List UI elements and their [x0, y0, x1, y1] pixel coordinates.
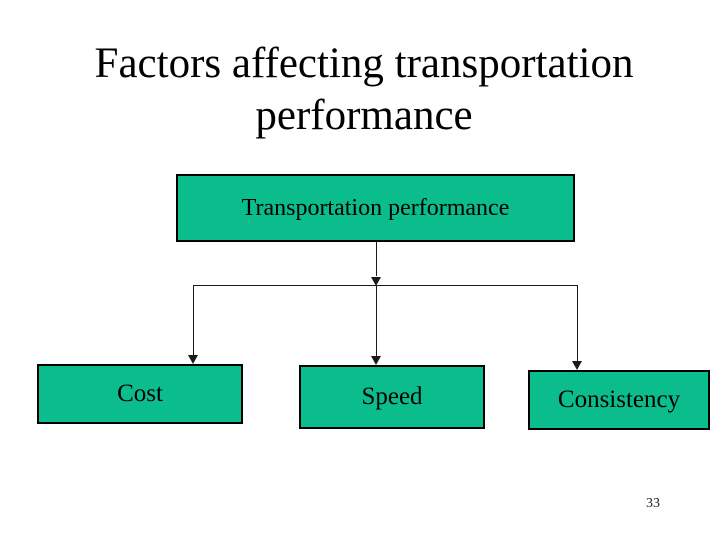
node-transportation-performance-label: Transportation performance — [241, 194, 510, 221]
arrow-down-icon — [371, 356, 381, 365]
connector-drop-speed — [376, 285, 377, 356]
connector-drop-consistency — [577, 285, 578, 361]
node-speed-label: Speed — [361, 383, 423, 410]
node-consistency-label: Consistency — [557, 386, 681, 413]
arrow-down-icon — [371, 277, 381, 286]
arrow-down-icon — [572, 361, 582, 370]
node-cost: Cost — [37, 364, 243, 424]
connector-root-stem — [376, 242, 377, 276]
connector-drop-cost — [193, 285, 194, 355]
slide-title: Factors affecting transportation perform… — [94, 40, 634, 140]
node-transportation-performance: Transportation performance — [176, 174, 575, 242]
node-consistency: Consistency — [528, 370, 710, 430]
page-number: 33 — [646, 496, 660, 511]
node-speed: Speed — [299, 365, 485, 429]
connector-rail — [193, 285, 577, 286]
arrow-down-icon — [188, 355, 198, 364]
node-cost-label: Cost — [117, 380, 163, 407]
